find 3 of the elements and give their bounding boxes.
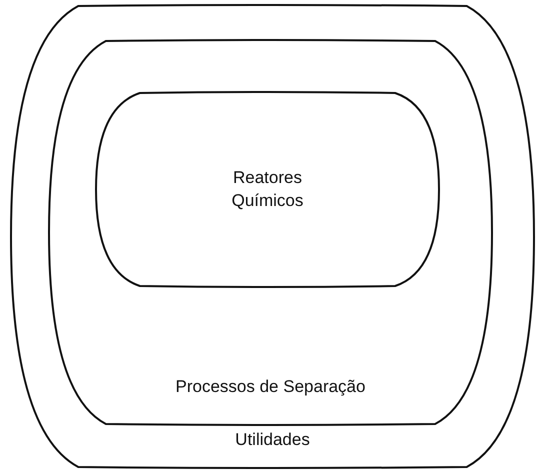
layer-label: Utilidades xyxy=(235,429,310,452)
layer-label: Reatores Químicos xyxy=(230,166,304,212)
layer-label: Processos de Separação xyxy=(176,376,366,398)
